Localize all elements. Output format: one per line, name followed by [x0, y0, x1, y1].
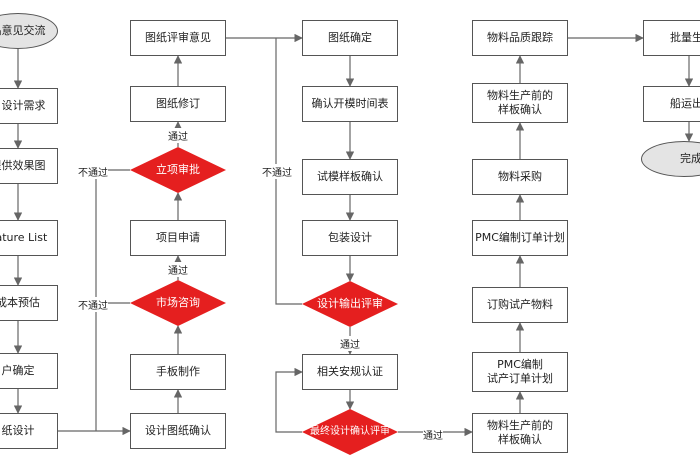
material-pre-production-sample-confirm-bottom: 物料生产前的 样板确认 — [472, 413, 568, 453]
project-approval-decision: 立项审批 — [130, 147, 226, 193]
mass-production: 批量生 — [643, 20, 700, 56]
hand-sample-making: 手板制作 — [130, 354, 226, 390]
mold-schedule-confirm: 确认开模时间表 — [302, 86, 398, 122]
design-drawing-confirm: 设计图纸确认 — [130, 413, 226, 449]
pmc-order-plan: PMC编制订单计划 — [472, 220, 568, 256]
shipping: 船运出 — [643, 86, 700, 122]
label-fail-output: 不通过 — [262, 164, 292, 179]
feature-list: eature List — [0, 220, 58, 256]
pmc-trial-order-plan: PMC编制 试产订单计划 — [472, 352, 568, 392]
cost-estimate: 成本预估 — [0, 285, 58, 321]
connector-c3-loop-final — [275, 367, 303, 433]
order-trial-materials: 订购试产物料 — [472, 287, 568, 323]
market-consultation-decision: 市场咨询 — [130, 280, 226, 326]
packaging-design: 包装设计 — [302, 220, 398, 256]
drawing-design: 纸设计 — [0, 413, 58, 449]
project-design-requirements: 目设计需求 — [0, 88, 58, 124]
customer-confirm: 户确定 — [0, 353, 58, 389]
provide-renderings: 提供效果图 — [0, 148, 58, 184]
design-output-review-decision: 设计输出评审 — [302, 281, 398, 327]
safety-certification: 相关安规认证 — [302, 354, 398, 390]
material-quality-tracking: 物料品质跟踪 — [472, 20, 568, 56]
connector-c3-fail-output — [275, 38, 302, 305]
label-fail-market: 不通过 — [78, 297, 108, 312]
label-pass-final: 通过 — [423, 427, 443, 442]
trial-mold-sample-confirm: 试模样板确认 — [302, 159, 398, 195]
project-application: 项目申请 — [130, 220, 226, 256]
material-pre-production-sample-confirm-top: 物料生产前的 样板确认 — [472, 83, 568, 123]
label-fail-approval: 不通过 — [78, 164, 108, 179]
label-pass-approval: 通过 — [168, 128, 188, 143]
material-purchase: 物料采购 — [472, 159, 568, 195]
drawing-finalized: 图纸确定 — [302, 20, 398, 56]
label-pass-market: 通过 — [168, 262, 188, 277]
final-design-review-decision: 最终设计确认评审 — [302, 409, 398, 455]
label-pass-output: 通过 — [340, 336, 360, 351]
drawing-revision: 图纸修订 — [130, 86, 226, 122]
drawing-review-comments: 图纸评审意见 — [130, 20, 226, 56]
